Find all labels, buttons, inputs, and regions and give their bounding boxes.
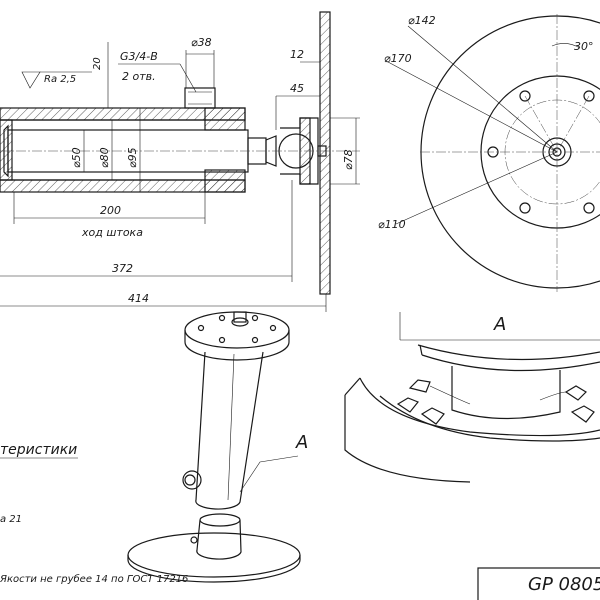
bolt-hole (519, 202, 531, 214)
roughness-label: Ra 2,5 (44, 74, 76, 85)
length-372: 372 (112, 262, 133, 275)
dia-50: ⌀50 (70, 147, 83, 168)
dia-80: ⌀80 (98, 147, 111, 168)
ports-label: 2 отв. (122, 70, 156, 83)
dia-38: ⌀38 (191, 36, 212, 49)
length-414: 414 (128, 292, 149, 305)
base-plate (127, 532, 301, 578)
front-view: ⌀142 ⌀170 ⌀110 30° (378, 14, 600, 292)
isometric-view: A (127, 311, 308, 583)
dia-170: ⌀170 (384, 52, 412, 65)
port-boss (184, 87, 216, 109)
roughness-note: Якости не грубее 14 по ГОСТ 17216 (0, 573, 188, 585)
dim-12: 12 (290, 48, 304, 61)
dim-45: 45 (290, 82, 304, 95)
gland-top (204, 107, 246, 131)
section-view: Ra 2,5 20 G3/4-B 2 отв. ⌀38 12 45 ⌀50 ⌀8… (0, 11, 360, 312)
stroke-label: ход штока (81, 226, 143, 239)
detail-a-label-zoom: A (493, 314, 506, 335)
notes: теристики а 21 Якости не грубее 14 по ГО… (0, 442, 188, 585)
thread-label: G3/4-B (120, 50, 158, 63)
characteristics-heading: теристики (0, 442, 77, 458)
end-cap-left (0, 119, 13, 181)
title-block: GP 0805 (477, 567, 600, 600)
drawing-code: GP 0805 (528, 574, 600, 595)
dia-142: ⌀142 (408, 14, 436, 27)
dim-20: 20 (92, 57, 103, 70)
angle-30: 30° (574, 40, 594, 53)
dia-95: ⌀95 (126, 147, 139, 168)
mounting-plate (319, 11, 331, 295)
bolt-hole (519, 90, 531, 102)
stroke-length: 200 (100, 204, 121, 217)
dia-110: ⌀110 (378, 218, 406, 231)
detail-a-view: A (344, 312, 600, 483)
bolt-hole (583, 90, 595, 102)
note-21: а 21 (0, 514, 22, 525)
bolt-hole (583, 202, 595, 214)
detail-a-label-iso: A (295, 432, 308, 453)
dia-78: ⌀78 (342, 149, 355, 170)
gland-bottom (204, 169, 246, 193)
